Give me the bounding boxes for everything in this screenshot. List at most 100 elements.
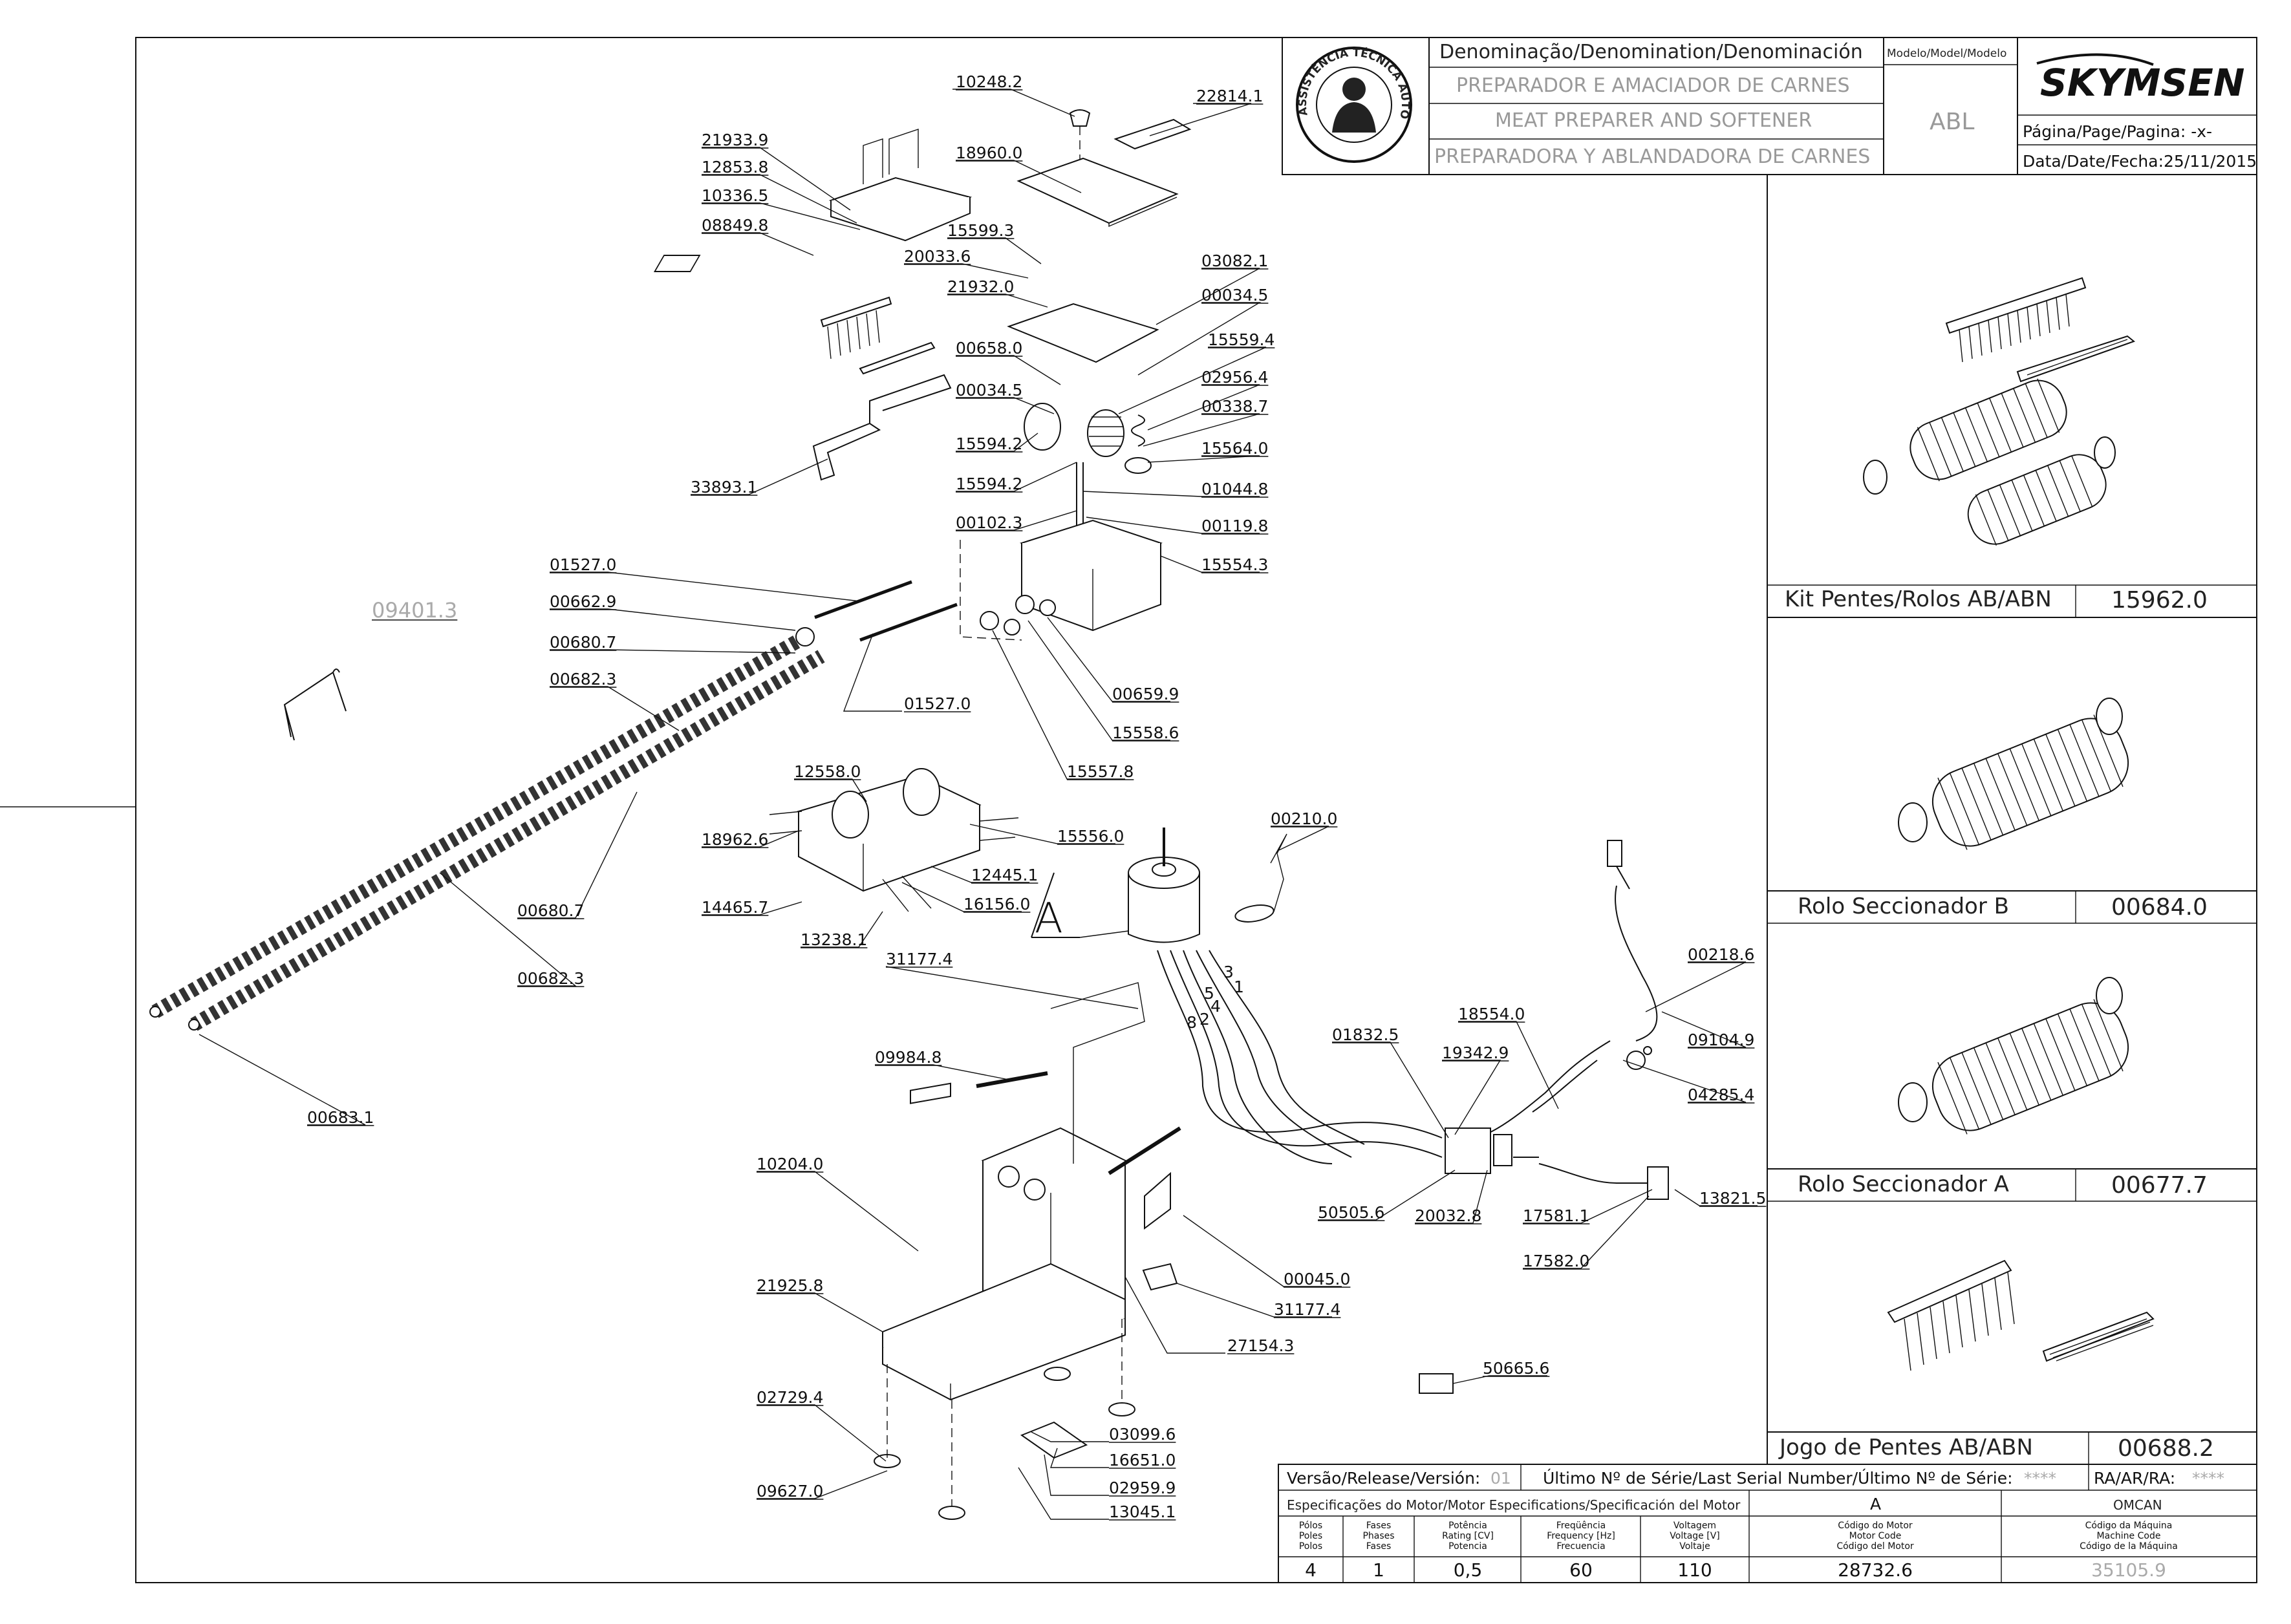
motor-code-head-pt: Código do Motor: [1838, 1521, 1913, 1531]
motor-code-head-es: Código del Motor: [1836, 1541, 1914, 1552]
voltage-value: 110: [1677, 1559, 1712, 1581]
motor-code-head-en: Motor Code: [1849, 1531, 1902, 1541]
wire-number-3: 3: [1223, 963, 1234, 981]
label-09104-9: 09104.9: [1688, 1031, 1754, 1049]
label-09627-0: 09627.0: [757, 1482, 823, 1501]
label-20033-6: 20033.6: [904, 247, 971, 266]
kit-comb-roller-illustration: [1863, 277, 2136, 546]
wire-number-8: 8: [1187, 1013, 1197, 1032]
label-00659-9: 00659.9: [1112, 685, 1179, 703]
phases-value: 1: [1373, 1559, 1384, 1581]
kit-code-1: 15962.0: [2111, 587, 2208, 614]
label-08849-8: 08849.8: [702, 216, 768, 235]
label-02959-9: 02959.9: [1109, 1479, 1176, 1497]
kit-name-2: Rolo Seccionador B: [1798, 893, 2009, 919]
page-label: Página/Page/Pagina: -x-: [2023, 122, 2212, 141]
label-13821-5: 13821.5: [1699, 1189, 1766, 1208]
kit-code-4: 00688.2: [2118, 1435, 2214, 1462]
label-00102-3: 00102.3: [956, 513, 1022, 532]
label-00210-0: 00210.0: [1271, 809, 1337, 828]
label-50665-6: 50665.6: [1483, 1359, 1549, 1378]
label-00119-8: 00119.8: [1201, 517, 1268, 535]
frequency-value: 60: [1569, 1559, 1593, 1581]
machine-code-head-es: Código de la Máquina: [2080, 1541, 2178, 1552]
name-english: MEAT PREPARER AND SOFTENER: [1495, 109, 1812, 132]
label-22814-1: 22814.1: [1196, 87, 1263, 105]
label-15554-3: 15554.3: [1201, 555, 1268, 574]
label-12445-1: 12445.1: [971, 866, 1038, 884]
manufacturer: OMCAN: [2113, 1497, 2162, 1513]
serial-label: Último Nº de Série/Last Serial Number/Úl…: [1543, 1468, 2013, 1488]
label-00045-0: 00045.0: [1284, 1270, 1350, 1288]
label-10204-0: 10204.0: [757, 1155, 823, 1173]
label-15558-6: 15558.6: [1112, 723, 1179, 742]
kit-name-1: Kit Pentes/Rolos AB/ABN: [1785, 586, 2052, 612]
label-09984-8: 09984.8: [875, 1048, 941, 1067]
label-21925-8: 21925.8: [757, 1276, 823, 1295]
label-17581-1: 17581.1: [1523, 1206, 1589, 1225]
machine-code-value: 35105.9: [2091, 1559, 2166, 1581]
poles-head-es: Polos: [1299, 1541, 1322, 1552]
label-02729-4: 02729.4: [757, 1388, 823, 1407]
wire-number-5: 5: [1204, 984, 1214, 1003]
wire-number-1: 1: [1234, 978, 1244, 996]
rating-head-en: Rating [CV]: [1442, 1531, 1494, 1541]
brand-swoosh: [2036, 53, 2154, 66]
label-16156-0: 16156.0: [963, 895, 1030, 914]
ra-value: ****: [2192, 1469, 2224, 1488]
label-20032-8: 20032.8: [1415, 1206, 1481, 1225]
label-15559-4: 15559.4: [1208, 330, 1275, 349]
label-00658-0: 00658.0: [956, 339, 1022, 358]
label-16651-0: 16651.0: [1109, 1451, 1176, 1469]
motor-code-value: 28732.6: [1838, 1559, 1913, 1581]
label-18554-0: 18554.0: [1458, 1005, 1525, 1023]
label-02956-4: 02956.4: [1201, 368, 1268, 387]
serial-value: ****: [2024, 1469, 2056, 1488]
label-01832-5: 01832.5: [1332, 1025, 1399, 1044]
roller-a-illustration: [1898, 977, 2129, 1135]
label-18960-0: 18960.0: [956, 144, 1022, 162]
label-10248-2: 10248.2: [956, 72, 1022, 91]
label-12853-8: 12853.8: [702, 158, 768, 176]
label-15599-3: 15599.3: [947, 221, 1014, 240]
label-15594-2-b: 15594.2: [956, 475, 1022, 493]
label-00682-3-a: 00682.3: [550, 670, 616, 689]
model-label: Modelo/Model/Modelo: [1887, 47, 2006, 60]
motor-variant: A: [1870, 1495, 1881, 1513]
label-04285-4: 04285.4: [1688, 1085, 1754, 1104]
title-block: ASSISTÊNCIA TÉCNICA AUTORIZADA Denominaç…: [0, 0, 2257, 175]
frequency-head-pt: Freqüência: [1556, 1521, 1606, 1531]
label-01044-8: 01044.8: [1201, 480, 1268, 498]
machine-code-head-en: Machine Code: [2097, 1531, 2161, 1541]
label-15564-0: 15564.0: [1201, 439, 1268, 458]
name-portuguese: PREPARADOR E AMACIADOR DE CARNES: [1456, 74, 1849, 97]
label-03099-6: 03099.6: [1109, 1425, 1176, 1444]
poles-head-en: Poles: [1299, 1531, 1322, 1541]
label-01527-0-a: 01527.0: [550, 555, 616, 574]
frequency-head-es: Frecuencia: [1556, 1541, 1605, 1552]
label-10336-5: 10336.5: [702, 186, 768, 205]
ra-label: RA/AR/RA:: [2094, 1469, 2175, 1488]
label-15557-8: 15557.8: [1067, 762, 1134, 781]
label-27154-3: 27154.3: [1227, 1336, 1294, 1355]
name-spanish: PREPARADORA Y ABLANDADORA DE CARNES: [1434, 145, 1870, 168]
phases-head-es: Fases: [1366, 1541, 1392, 1552]
rating-head-pt: Potência: [1448, 1521, 1487, 1531]
poles-head-pt: Pólos: [1299, 1521, 1322, 1531]
label-31177-4-b: 31177.4: [1274, 1300, 1340, 1319]
roller-b-illustration: [1898, 698, 2129, 850]
label-00680-7-a: 00680.7: [550, 633, 616, 652]
blade-stack-upper: [151, 630, 809, 1018]
label-09401-3: 09401.3: [372, 598, 457, 623]
label-13045-1: 13045.1: [1109, 1502, 1176, 1521]
label-15594-2-a: 15594.2: [956, 434, 1022, 453]
blade-stack-lower: [190, 650, 825, 1031]
label-03082-1: 03082.1: [1201, 251, 1268, 270]
label-13238-1: 13238.1: [801, 930, 867, 949]
kit-code-2: 00684.0: [2111, 894, 2208, 921]
label-01527-0-b: 01527.0: [904, 694, 971, 713]
exploded-view-illustration: A: [149, 109, 1669, 1520]
brand-logo: SKYMSEN: [2040, 61, 2244, 105]
